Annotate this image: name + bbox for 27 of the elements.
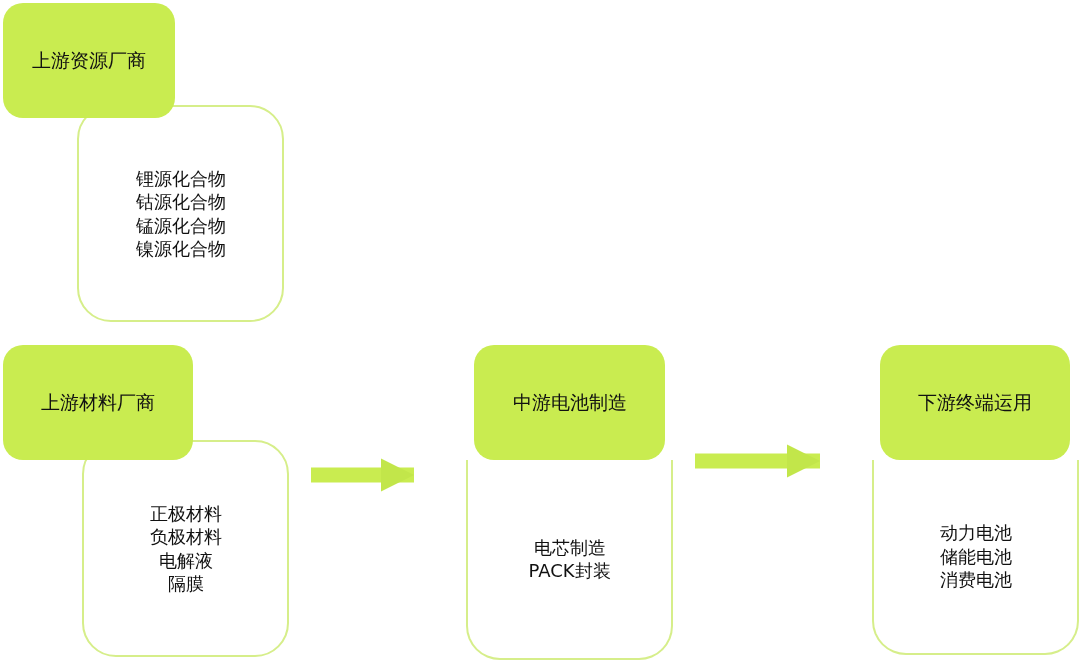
content-box <box>466 460 673 660</box>
stage-header-box <box>474 345 665 460</box>
item-text: 锰源化合物 <box>135 213 226 237</box>
stage-title: 上游资源厂商 <box>32 47 146 73</box>
item-text: 电解液 <box>158 548 213 572</box>
content-box <box>77 105 284 322</box>
item-text: 负极材料 <box>149 525 222 549</box>
stage-title: 上游材料厂商 <box>41 389 155 415</box>
item-text: 镍源化合物 <box>135 236 226 261</box>
item-text: 隔膜 <box>167 571 204 596</box>
item-text: 钴源化合物 <box>135 190 226 214</box>
stage-title: 下游终端运用 <box>918 389 1032 415</box>
content-box <box>872 460 1079 655</box>
stage-header-box <box>880 345 1070 460</box>
content-box <box>82 440 289 657</box>
item-text: 锂源化合物 <box>135 166 226 191</box>
item-text: 电芯制造 <box>533 535 606 559</box>
stage-header-box <box>3 345 193 460</box>
item-text: 正极材料 <box>149 501 222 526</box>
item-text: PACK封装 <box>528 559 611 583</box>
block-arrow <box>695 444 820 478</box>
item-text: 储能电池 <box>939 544 1012 569</box>
item-text: 动力电池 <box>939 521 1012 545</box>
stage-title: 中游电池制造 <box>512 389 627 415</box>
item-text: 消费电池 <box>939 568 1012 592</box>
block-arrow <box>311 458 414 492</box>
stage-header-box <box>3 3 175 118</box>
